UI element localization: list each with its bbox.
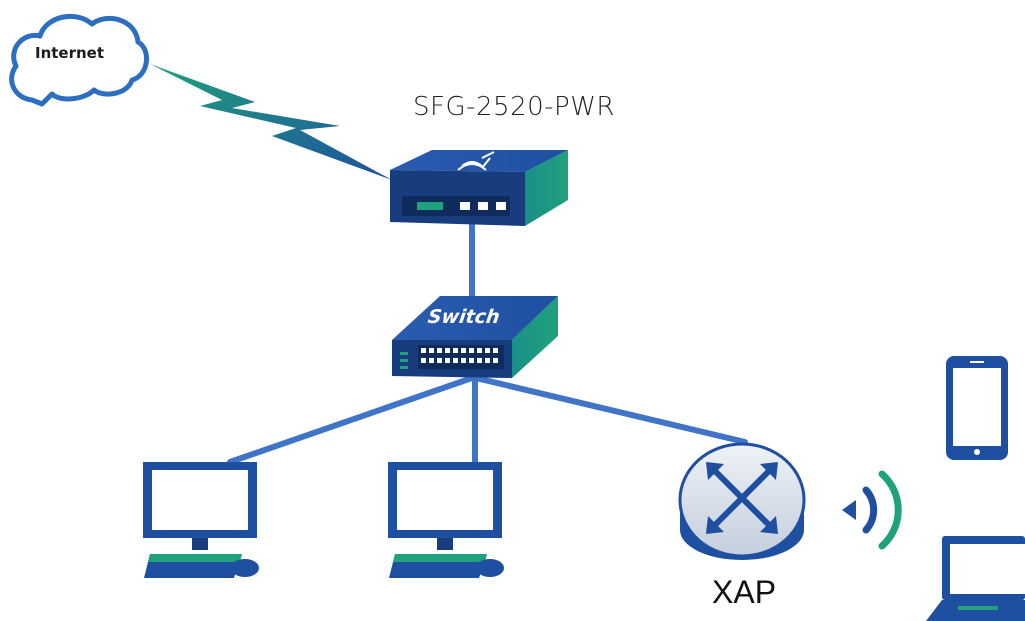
pc-icon-1 xyxy=(143,462,259,578)
cloud-icon xyxy=(9,13,149,107)
lightning-link-icon xyxy=(150,64,392,180)
router-model-label: SFG-2520-PWR xyxy=(413,92,615,122)
smartphone-icon xyxy=(946,356,1008,460)
router-logo-icon xyxy=(457,151,495,171)
switch-icon xyxy=(392,296,558,378)
switch-ap-link xyxy=(473,375,748,445)
pc-icon-2 xyxy=(388,462,504,578)
access-point-label: XAP xyxy=(712,574,777,610)
switch-label: Switch xyxy=(426,306,502,328)
access-point-icon xyxy=(678,442,806,560)
switch-pc1-link xyxy=(227,375,475,465)
laptop-icon xyxy=(926,536,1025,621)
wifi-signal-icon xyxy=(842,470,902,550)
network-links xyxy=(227,221,748,465)
internet-cloud-label: Internet xyxy=(35,44,105,62)
router-icon xyxy=(390,150,568,226)
